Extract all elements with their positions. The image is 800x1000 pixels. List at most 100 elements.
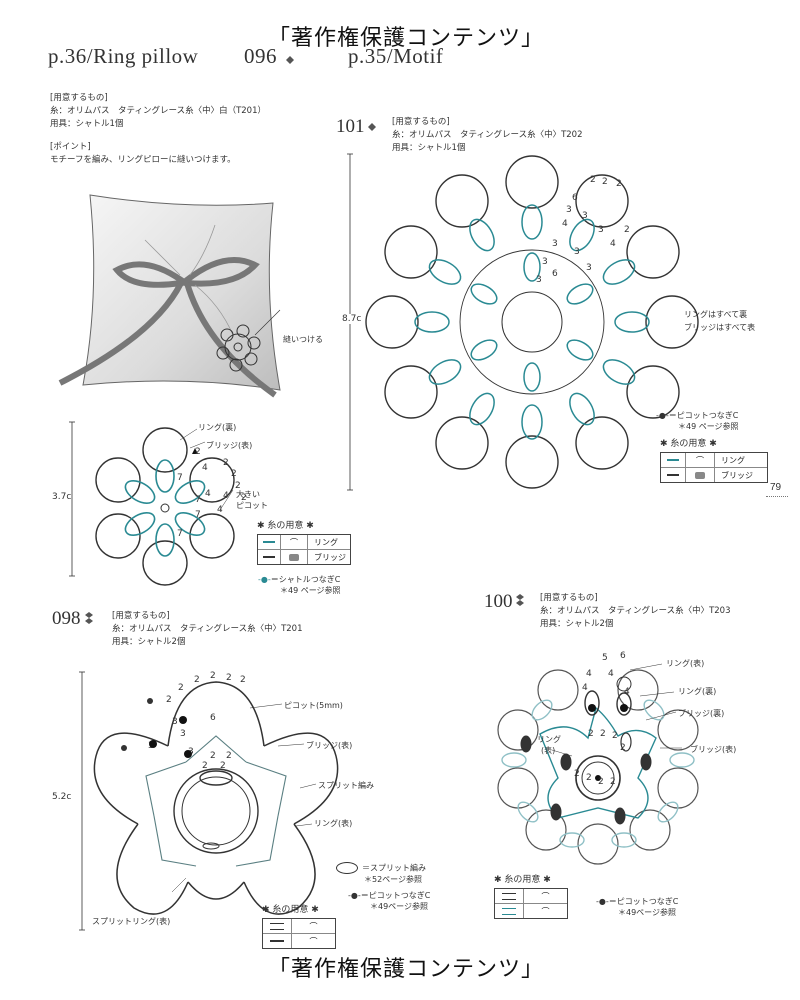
pillow-materials-title: [用意するもの] — [50, 93, 108, 103]
count-098-a: 2 — [178, 683, 184, 693]
ink-line-swatch — [667, 474, 679, 476]
motif-100-label-ring-back: リング(裏) — [678, 687, 717, 696]
pillow-materials-thread: 糸：オリムパス タティングレース糸〈中〉白（T201） — [50, 106, 266, 116]
motif-098-diagram: 2 2 2 2 2 3 3 6 3 3 2 2 2 2 2 — [79, 671, 339, 931]
shuttle-icon: ⌒ — [541, 891, 550, 901]
count-098-n: 2 — [226, 751, 232, 761]
motif-101-materials-thread: 糸：オリムパス タティングレース糸〈中〉T202 — [392, 130, 583, 140]
shuttle-icon: ⌒ — [309, 936, 318, 946]
count-101-j: 2 — [624, 225, 630, 235]
motif-101-number: 101 — [336, 116, 365, 137]
motif-100-materials-tool: 用具：シャトル2個 — [540, 619, 614, 629]
count-098-g: 3 — [180, 729, 186, 739]
count-100-h: 2 — [600, 729, 606, 739]
motif-101-materials-tool: 用具：シャトル1個 — [392, 143, 466, 153]
count-096-d: 7 — [177, 473, 183, 483]
count-101-d: 2 — [616, 179, 622, 189]
motif-098-legend-table: ⌒ ⌒ — [262, 918, 336, 949]
count-096-g: 7 — [177, 529, 183, 539]
header-right-title: p.35/Motif — [348, 44, 444, 68]
count-096-c: 4 — [202, 463, 208, 473]
shuttle-icon: ⌒ — [541, 906, 550, 916]
count-098-c: 2 — [210, 671, 216, 681]
thread-ball-icon — [289, 553, 299, 561]
motif-101-note-bridge: ブリッジはすべて表 — [684, 323, 756, 332]
motif-098-label-picot: ピコット(5mm) — [284, 701, 343, 710]
count-101-m: 6 — [552, 269, 558, 279]
count-101-p: 3 — [586, 263, 592, 273]
count-101-h: 3 — [598, 225, 604, 235]
motif-100-note-picot: -●-＝ピコットつなぎC ＊49ページ参照 — [596, 897, 679, 917]
count-101-g: 4 — [562, 219, 568, 229]
motif-098-number: 098 — [52, 608, 81, 629]
legend-row-a: ⌒ — [263, 919, 335, 934]
teal-line-swatch — [667, 459, 679, 461]
motif-100-legend: ✱ 糸の用意 ✱ ⌒ ⌒ — [494, 872, 568, 919]
motif-101-materials: [用意するもの] 糸：オリムパス タティングレース糸〈中〉T202 用具：シャト… — [392, 116, 582, 155]
motif-098-dimension: 5.2c — [52, 792, 72, 802]
motif-100-label-ring-left-1: リング — [537, 735, 561, 744]
motif-098-label-split-ring: スプリットリング(表) — [92, 917, 171, 926]
count-096-a: 2 — [223, 458, 229, 468]
split-diamond-icon — [85, 612, 93, 624]
motif-096-dimension: 3.7c — [52, 492, 72, 502]
count-101-e: 3 — [566, 205, 572, 215]
motif-096-label-big-picot-2: ピコット — [236, 501, 268, 510]
count-100-c: 4 — [586, 669, 592, 679]
motif-101-dimension: 8.7c — [342, 314, 362, 324]
count-101-o: 3 — [536, 275, 542, 285]
motif-100-diagram: 5 6 4 4 4 4 2 2 2 2 2 2 2 2 — [497, 651, 699, 865]
thread-ball-icon — [695, 471, 705, 479]
count-100-i: 2 — [612, 731, 618, 741]
motif-096-label-bridge: ブリッジ(表) — [206, 441, 253, 450]
count-096-l: 2 — [195, 447, 201, 457]
split-diamond-icon — [516, 594, 524, 606]
legend-row-bridge: ブリッジ — [258, 550, 350, 564]
motif-101-legend-title: ✱ 糸の用意 ✱ — [660, 439, 717, 449]
legend-bridge-label: ブリッジ — [721, 470, 753, 480]
motif-098-materials: [用意するもの] 糸：オリムパス タティングレース糸〈中〉T201 用具：シャト… — [112, 610, 302, 649]
count-100-a: 5 — [602, 653, 608, 663]
motif-100-label-ring-left-2: (表) — [541, 746, 556, 755]
motif-096-legend-title: ✱ 糸の用意 ✱ — [257, 521, 314, 531]
pillow-materials-tool: 用具：シャトル1個 — [50, 119, 124, 129]
motif-100-legend-table: ⌒ ⌒ — [494, 888, 568, 919]
motif-100-label-bridge-front: ブリッジ(表) — [690, 745, 737, 754]
legend-ring-label: リング — [314, 537, 338, 547]
motif-096-diagram: 2 2 4 7 7 7 7 4 2 2 4 2 4 — [69, 421, 247, 586]
motif-101-materials-title: [用意するもの] — [392, 117, 450, 127]
pillow-materials: [用意するもの] 糸：オリムパス タティングレース糸〈中〉白（T201） 用具：… — [50, 92, 266, 167]
motif-100-materials: [用意するもの] 糸：オリムパス タティングレース糸〈中〉T203 用具：シャト… — [540, 592, 730, 631]
page-number: 79 — [770, 482, 782, 493]
motif-100-materials-thread: 糸：オリムパス タティングレース糸〈中〉T203 — [540, 606, 731, 616]
count-096-b: 2 — [231, 469, 237, 479]
split-ring-icon — [336, 862, 358, 874]
motif-098-materials-title: [用意するもの] — [112, 611, 170, 621]
motif-101-legend-table: ⌒ リング ブリッジ — [660, 452, 768, 483]
motif-096-legend: ✱ 糸の用意 ✱ ⌒ リング ブリッジ — [257, 518, 351, 565]
legend-row-a: ⌒ — [495, 889, 567, 904]
count-098-b: 2 — [194, 675, 200, 685]
page-number-rule — [766, 496, 788, 497]
watermark-top: 「著作権保護コンテンツ」 — [268, 26, 545, 51]
motif-096-legend-table: ⌒ リング ブリッジ — [257, 534, 351, 565]
legend-row-ring: ⌒ リング — [258, 535, 350, 550]
shuttle-icon: ⌒ — [290, 537, 298, 547]
motif-096-label-big-picot-1: 大きい — [236, 490, 260, 499]
motif-101-note-picot: -●-＝ピコットつなぎC ＊49 ページ参照 — [656, 411, 739, 431]
count-100-e: 4 — [608, 669, 614, 679]
legend-bridge-label: ブリッジ — [314, 552, 346, 562]
legend-row-b: ⌒ — [495, 904, 567, 918]
count-100-m: 2 — [610, 777, 616, 787]
count-098-k: 2 — [202, 761, 208, 771]
header-left-number: 096 — [244, 44, 277, 68]
motif-100-label-bridge-back: ブリッジ(裏) — [678, 709, 725, 718]
count-100-l: 2 — [598, 777, 604, 787]
legend-ring-label: リング — [721, 455, 745, 465]
motif-100-materials-title: [用意するもの] — [540, 593, 598, 603]
motif-096-note: -●-＝シャトルつなぎC ＊49 ページ参照 — [258, 575, 341, 595]
motif-098-legend-title: ✱ 糸の用意 ✱ — [262, 905, 319, 915]
count-096-j: 2 — [241, 493, 247, 503]
pillow-point-text: モチーフを編み、リングピローに縫いつけます。 — [50, 155, 236, 165]
motif-100-number: 100 — [484, 591, 513, 612]
